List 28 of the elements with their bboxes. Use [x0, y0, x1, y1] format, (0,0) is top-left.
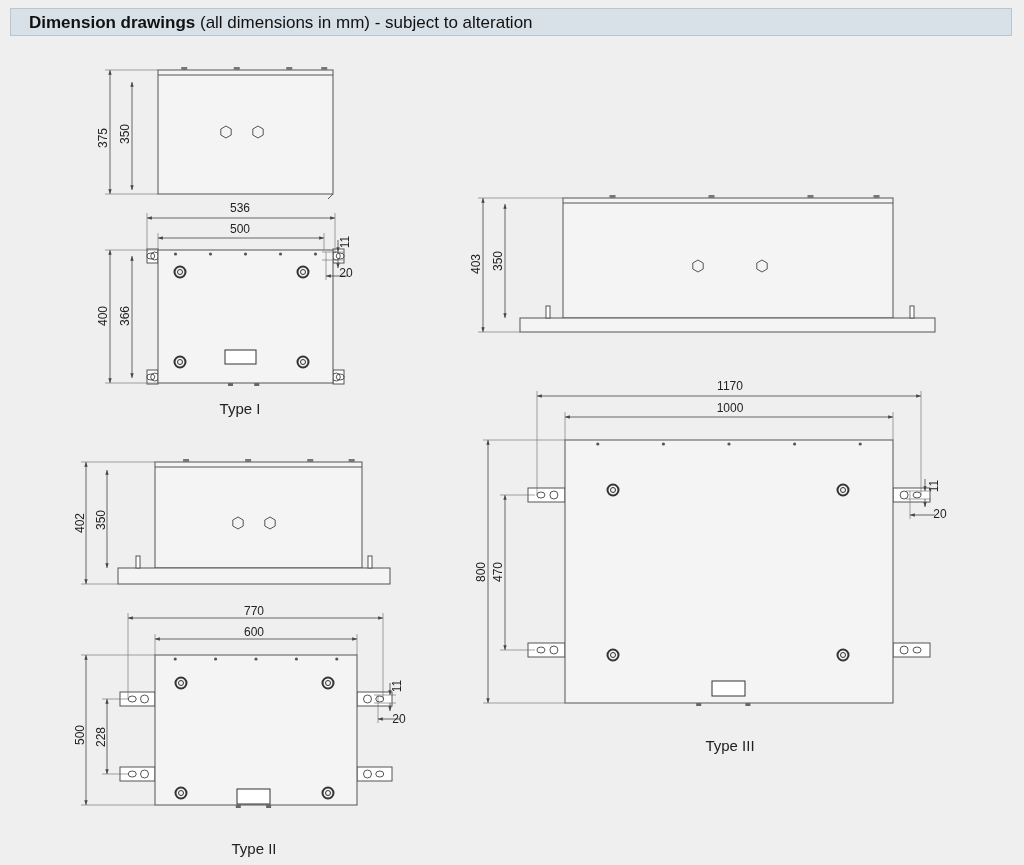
- dimension-value: 500: [73, 725, 87, 745]
- dimension-value: 20: [933, 507, 947, 521]
- view-caption: Type III: [705, 736, 755, 754]
- dimension-value: 770: [244, 604, 264, 618]
- view-caption: Type I: [219, 399, 261, 417]
- dimension-value: 1170: [717, 379, 743, 393]
- dimension-value: 350: [491, 251, 505, 271]
- dimension-value: 228: [94, 727, 108, 747]
- dimension-value: 500: [230, 222, 250, 236]
- dimension-value: 600: [244, 625, 264, 639]
- dimension-value: 20: [392, 712, 406, 726]
- dimension-value: 800: [474, 562, 488, 582]
- dimension-value: 403: [469, 254, 483, 274]
- view-caption: Type II: [231, 839, 277, 857]
- dimension-value: 11: [927, 479, 941, 493]
- dimension-value: 350: [118, 124, 132, 144]
- dimension-value: 470: [491, 562, 505, 582]
- dimension-value: 1000: [716, 401, 744, 415]
- dimension-value: 400: [96, 306, 110, 326]
- dimension-value: 11: [390, 679, 404, 693]
- dimension-value: 366: [118, 306, 132, 326]
- dimension-value: 11: [338, 235, 352, 249]
- dimension-value: 402: [73, 513, 87, 533]
- dimension-value: 375: [96, 128, 110, 148]
- section-heading: Dimension drawings (all dimensions in mm) - subject to alteration: [10, 8, 1012, 36]
- dimension-value: 350: [94, 510, 108, 530]
- dimension-value: 20: [339, 266, 353, 280]
- dimension-value: 536: [230, 201, 250, 215]
